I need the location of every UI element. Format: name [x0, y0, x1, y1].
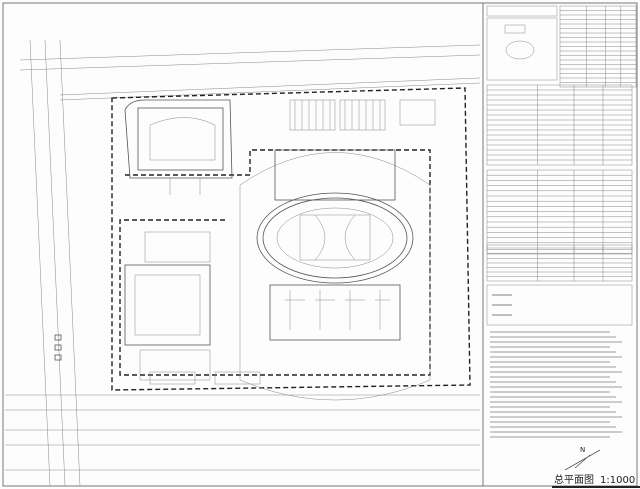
north-label: N — [580, 446, 585, 454]
parking-areas — [289, 99, 436, 131]
legend-panel — [486, 284, 633, 326]
north-arrow: N — [564, 446, 601, 471]
building-lower-left — [124, 231, 261, 385]
building-upper-left — [124, 99, 233, 195]
roads — [5, 39, 481, 487]
legend-markers — [54, 334, 62, 361]
site-boundary — [111, 87, 471, 391]
stadium — [239, 149, 431, 401]
data-tables — [486, 5, 637, 282]
drawing-title-block: 总平面图 1:1000 — [552, 471, 640, 488]
key-plan — [486, 5, 558, 81]
drawing-title: 总平面图 — [554, 475, 594, 486]
notes-text — [490, 331, 622, 438]
drawing-scale: 1:1000 — [600, 475, 636, 486]
